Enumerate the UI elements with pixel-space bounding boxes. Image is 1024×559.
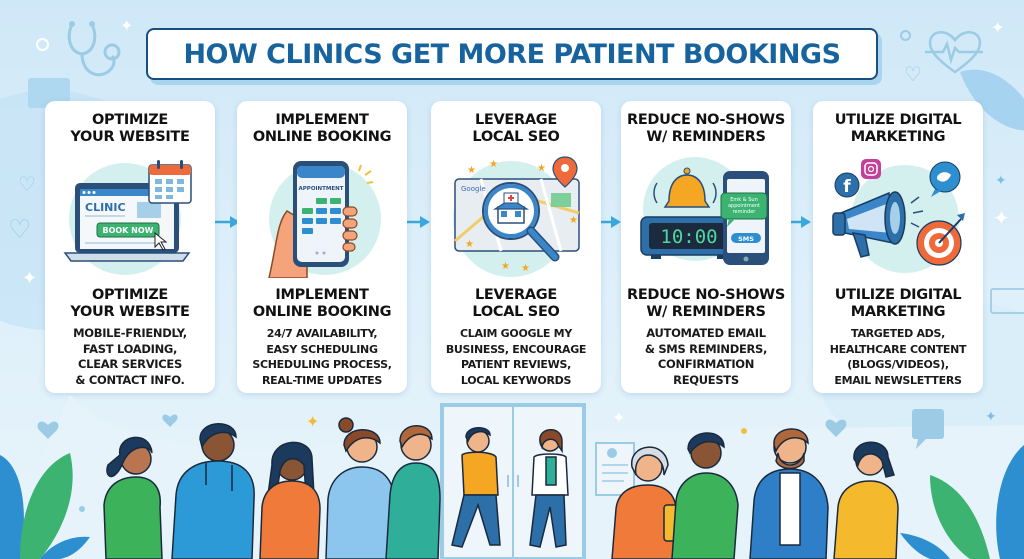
heart-icon <box>162 414 178 427</box>
chat-icon <box>912 409 944 439</box>
stethoscope-icon <box>67 21 121 77</box>
title-banner: HOW CLINICS GET MORE PATIENT BOOKINGS <box>146 28 878 80</box>
card-heading: OPTIMIZE YOUR WEBSITE <box>70 112 190 145</box>
card-subheading: LEVERAGE LOCAL SEO <box>472 287 560 320</box>
sparkle-icon: ✦ <box>985 408 997 424</box>
card-description: AUTOMATED EMAIL & SMS REMINDERS, CONFIRM… <box>644 326 768 387</box>
circle-decoration <box>36 38 49 51</box>
sparkle-icon: ✦ <box>995 172 1007 188</box>
svg-text:★: ★ <box>521 263 530 274</box>
card-outline-decoration <box>990 288 1024 314</box>
step-card-local-seo: LEVERAGE LOCAL SEO Google ★ ★ ★ ★ ★ ★ ★ LEVERA… <box>431 101 601 393</box>
phone-booking-icon: APPOINTMENT <box>268 161 381 278</box>
card-subheading: REDUCE NO-SHOWS W/ REMINDERS <box>626 287 786 320</box>
alarm-reminder-icon: 10:00 Emk & Sun appointment reminder SMS <box>640 157 769 265</box>
laptop-website-icon: CLINIC BOOK NOW <box>63 160 192 275</box>
card-description: TARGETED ADS, HEALTHCARE CONTENT (BLOGS/… <box>829 327 967 387</box>
instagram-icon <box>864 162 878 176</box>
clock-time: 10:00 <box>660 226 717 248</box>
sms-label: SMS <box>738 235 754 243</box>
book-now-label: BOOK NOW <box>102 226 153 235</box>
card-heading: IMPLEMENT ONLINE BOOKING <box>252 112 392 145</box>
step-card-optimize-website: OPTIMIZE YOUR WEBSITE CLINIC BOOK NOW OP… <box>45 101 215 393</box>
heart-outline-icon: ♡ <box>18 174 36 196</box>
google-label: Google <box>461 185 486 193</box>
sparkle-icon: ✦ <box>306 414 319 431</box>
step-card-reminders: REDUCE NO-SHOWS W/ REMINDERS 10:00 Emk &… <box>621 101 791 393</box>
svg-text:★: ★ <box>537 163 546 174</box>
appointment-label: APPOINTMENT <box>299 186 344 192</box>
clinic-people-scene: ✦ ✦ ✦ <box>0 395 1024 559</box>
svg-text:★: ★ <box>465 239 474 250</box>
heart-icon <box>825 419 847 437</box>
sparkle-icon: ✦ <box>991 20 1005 37</box>
card-subheading: UTILIZE DIGITAL MARKETING <box>834 287 962 320</box>
twitter-icon <box>937 172 951 182</box>
card-description: MOBILE-FRIENDLY, FAST LOADING, CLEAR SER… <box>73 326 187 387</box>
megaphone-marketing-icon: f <box>832 159 965 273</box>
card-description: 24/7 AVAILABILITY, EASY SCHEDULING SCHED… <box>252 327 392 387</box>
heart-icon <box>37 421 59 439</box>
heart-outline-icon: ♡ <box>8 214 32 244</box>
reminder-bubble-text: Emk & Sun appointment reminder <box>727 197 761 215</box>
card-description: CLAIM GOOGLE MY BUSINESS, ENCOURAGE PATI… <box>445 327 587 387</box>
sparkle-icon: ✦ <box>612 410 625 427</box>
svg-text:★: ★ <box>569 215 578 226</box>
svg-text:★: ★ <box>467 165 476 176</box>
card-heading: REDUCE NO-SHOWS W/ REMINDERS <box>626 112 786 145</box>
svg-text:★: ★ <box>501 261 510 272</box>
card-heading: LEVERAGE LOCAL SEO <box>472 112 560 145</box>
map-search-icon: Google ★ ★ ★ ★ ★ ★ ★ <box>453 156 580 277</box>
sparkle-icon: ✦ <box>993 208 1010 230</box>
heartbeat-icon <box>925 31 983 74</box>
page-title: HOW CLINICS GET MORE PATIENT BOOKINGS <box>183 38 841 70</box>
card-subheading: OPTIMIZE YOUR WEBSITE <box>70 287 190 320</box>
heart-outline-icon: ♡ <box>904 64 922 86</box>
sparkle-icon: ✦ <box>120 18 134 35</box>
card-heading: UTILIZE DIGITAL MARKETING <box>834 112 962 145</box>
step-card-digital-marketing: UTILIZE DIGITAL MARKETING f UTILIZE DIGI… <box>813 101 983 393</box>
circle-decoration <box>900 30 911 41</box>
facebook-icon: f <box>843 177 851 197</box>
sparkle-icon: ✦ <box>22 268 38 288</box>
clinic-label: CLINIC <box>85 201 126 214</box>
svg-text:★: ★ <box>489 159 498 170</box>
card-subheading: IMPLEMENT ONLINE BOOKING <box>252 287 392 320</box>
step-card-online-booking: IMPLEMENT ONLINE BOOKING APPOINTMENT IMP… <box>237 101 407 393</box>
